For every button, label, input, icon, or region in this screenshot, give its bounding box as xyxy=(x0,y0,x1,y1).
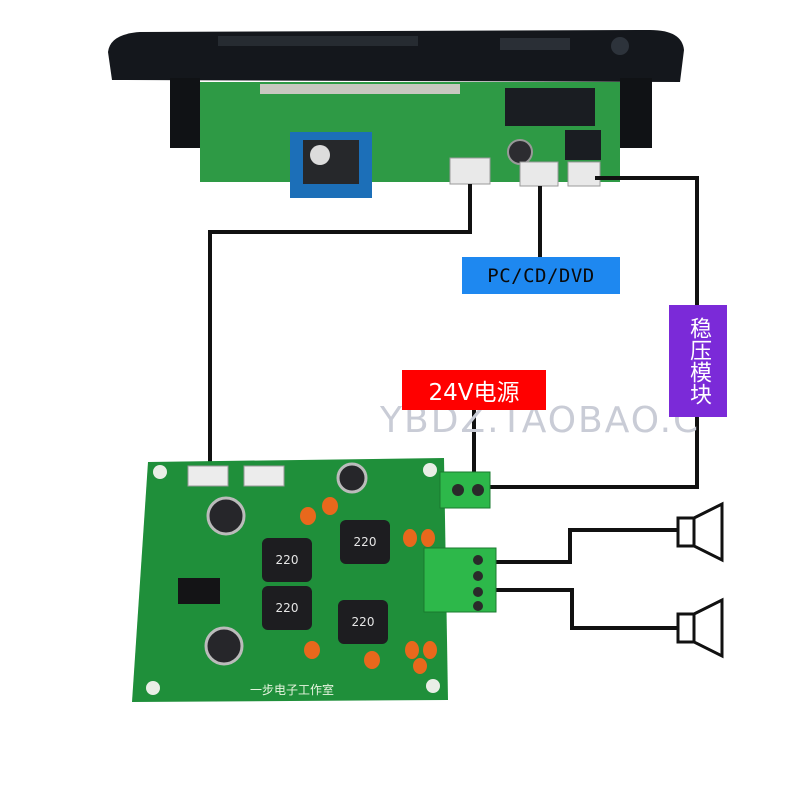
amp-capacitor xyxy=(206,496,246,536)
decoder-chips xyxy=(505,88,595,126)
amp-capacitor xyxy=(336,462,368,494)
decoder-left-leg xyxy=(170,78,200,148)
amp-chip xyxy=(178,578,220,604)
regulator-label: 稳压模块 xyxy=(669,305,727,417)
wire-regulator-in xyxy=(595,176,699,305)
decoder-right-leg xyxy=(620,78,652,148)
wire-regulator-out xyxy=(488,417,699,489)
inductor-marking: 220 xyxy=(276,553,299,567)
pcb-silkscreen: 一步电子工作室 xyxy=(250,683,335,697)
connector-aux-in xyxy=(519,161,559,187)
speaker-2-icon xyxy=(676,597,724,659)
panel-ir-window xyxy=(611,37,629,55)
decoder-header-strip xyxy=(260,84,460,94)
decoder-regulator-chip xyxy=(565,130,601,160)
mount-hole xyxy=(146,681,160,695)
mount-hole xyxy=(426,679,440,693)
inductor xyxy=(262,586,312,630)
amp-input-header-2 xyxy=(243,465,285,487)
connector-bt-out xyxy=(449,157,491,185)
decoder-capacitor xyxy=(507,139,533,165)
source-label: PC/CD/DVD xyxy=(462,257,620,294)
terminal-screw xyxy=(473,555,483,565)
wire-decoder-to-amp-input xyxy=(208,184,472,468)
amp-input-header-1 xyxy=(187,465,229,487)
wires xyxy=(208,176,699,630)
mount-hole xyxy=(423,463,437,477)
terminal-screw xyxy=(472,484,484,496)
inductor xyxy=(338,600,388,644)
inductor xyxy=(340,520,390,564)
wire-speaker-1 xyxy=(496,528,678,564)
terminal-screw xyxy=(452,484,464,496)
inductor-marking: 220 xyxy=(354,535,377,549)
panel-usb-slot xyxy=(500,38,570,50)
terminal-screw xyxy=(473,571,483,581)
power-label: 24V电源 xyxy=(402,370,546,410)
connector-power xyxy=(567,161,601,187)
wire-speaker-2 xyxy=(496,588,678,630)
speaker-terminal xyxy=(423,547,497,613)
bluetooth-module xyxy=(290,132,372,198)
speaker-1-icon xyxy=(676,501,724,563)
amplifier-board: 220 220 220 220 xyxy=(132,458,497,702)
inductor xyxy=(262,538,312,582)
ceramic-capacitors xyxy=(300,497,437,674)
inductor-marking: 220 xyxy=(352,615,375,629)
decoder-board xyxy=(108,30,684,198)
terminal-screw xyxy=(473,601,483,611)
inductor-marking: 220 xyxy=(276,601,299,615)
amp-capacitor xyxy=(204,626,244,666)
panel-buttons xyxy=(218,36,418,46)
terminal-screw xyxy=(473,587,483,597)
mount-hole xyxy=(153,465,167,479)
